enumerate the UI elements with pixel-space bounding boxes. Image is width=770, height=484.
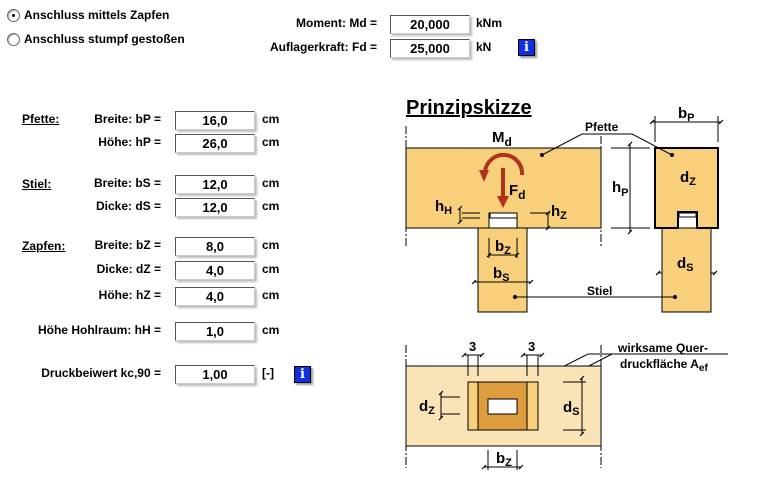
label-hh: hH [435,198,452,217]
bp-label: Breite: bP = [94,112,161,126]
moment-unit: kNm [476,16,503,30]
section-zapfen: Zapfen: [22,239,66,253]
kc90-input[interactable]: 1,00 [175,365,255,384]
label-dz-plan: dZ [419,398,435,417]
label-stiel: Stiel [587,284,612,298]
bs-unit: cm [262,176,280,190]
kc90-label: Druckbeiwert kc,90 = [41,366,161,380]
dz-unit: cm [262,262,280,276]
label-hz: hZ [551,203,567,222]
label-bz-plan: bZ [496,450,512,469]
hh-unit: cm [262,323,280,337]
bz-unit: cm [262,238,280,252]
force-input[interactable] [390,39,470,58]
ds-label: Dicke: dS = [95,199,161,213]
kc90-unit: [-] [262,366,274,380]
radio-label: Anschluss mittels Zapfen [24,8,170,22]
hz-input[interactable]: 4,0 [175,287,255,306]
plan-dimensions [438,352,586,470]
hz-label: Höhe: hZ = [98,288,161,302]
section-stiel: Stiel: [22,177,52,191]
bp-input[interactable]: 16,0 [175,111,255,130]
label-dz: dZ [680,169,696,188]
radio-label: Anschluss stumpf gestoßen [24,32,185,46]
beam-section [654,147,719,313]
label-ds-plan: dS [563,399,580,418]
radio-circle[interactable] [7,32,20,46]
label-md: Md [492,129,512,149]
label-bp: bP [678,105,695,124]
label-hp: hP [612,179,629,199]
radio-zapfen[interactable]: Anschluss mittels Zapfen [7,8,169,22]
bs-input[interactable]: 12,0 [175,175,255,194]
dz-label: Dicke: dZ = [96,262,161,276]
sketch-title: Prinzipskizze [406,97,532,119]
section-pfette: Pfette: [22,112,60,126]
label-3-right: 3 [528,339,535,354]
bs-label: Breite: bS = [93,176,161,190]
force-label: Auflagerkraft: Fd = [269,40,377,54]
moment-arrow-icon [483,152,525,176]
label-fd: Fd [509,182,526,202]
bz-label: Breite: bZ = [94,238,161,252]
hh-label: Höhe Hohlraum: hH = [37,323,161,337]
radio-stumpf[interactable]: Anschluss stumpf gestoßen [7,32,185,46]
ds-input[interactable]: 12,0 [175,198,255,217]
hp-label: Höhe: hP = [98,135,161,149]
hp-input[interactable]: 26,0 [175,134,255,153]
plan-view [405,365,602,447]
force-unit: kN [476,40,492,54]
label-bz: bZ [495,238,511,257]
hp-unit: cm [262,135,280,149]
force-arrowhead-icon [497,196,509,208]
radio-circle[interactable] [7,8,20,22]
force-arrow-icon [501,168,505,198]
label-bs: bS [493,265,510,284]
moment-input[interactable] [390,15,470,34]
label-aef-line2: druckfläche Aef [620,357,708,374]
moment-arrowhead-icon [479,170,489,182]
hh-input[interactable]: 1,0 [175,322,255,341]
ds-unit: cm [262,199,280,213]
info-icon[interactable]: i [518,39,535,56]
dz-input[interactable]: 4,0 [175,261,255,280]
bz-input[interactable]: 8,0 [175,237,255,256]
bp-unit: cm [262,112,280,126]
info-icon-kc90[interactable]: i [294,366,311,383]
hz-unit: cm [262,288,280,302]
label-ds: dS [677,255,694,274]
label-pfette: Pfette [585,120,619,134]
label-aef-line1: wirksame Quer- [617,341,708,355]
moment-label: Moment: Md = [296,16,377,30]
label-3-left: 3 [469,339,476,354]
